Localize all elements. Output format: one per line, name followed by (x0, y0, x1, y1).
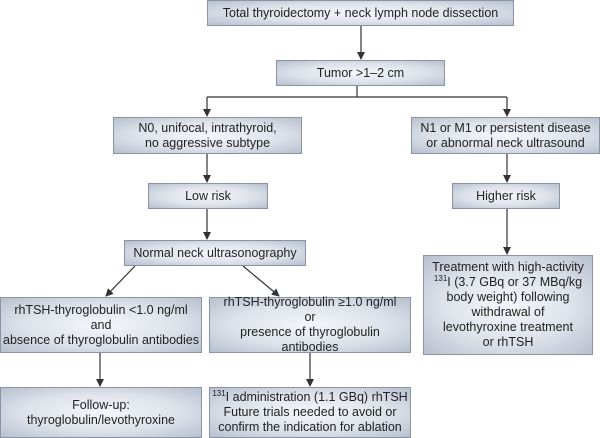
node-n0-line: no aggressive subtype (144, 135, 271, 150)
node-tg-high-line: presence of thyroglobulin antibodies (240, 325, 380, 354)
node-n1: N1 or M1 or persistent disease or abnorm… (411, 117, 600, 154)
node-higher-risk: Higher risk (452, 183, 560, 209)
node-tg-low-line: rhTSH-thyroglobulin <1.0 ng/ml (14, 302, 188, 317)
node-followup: Follow-up: thyroglobulin/levothyroxine (0, 387, 202, 438)
node-n1-line: or abnormal neck ultrasound (426, 135, 585, 150)
node-treatment: Treatment with high-activity 131I (3.7 G… (423, 255, 593, 355)
node-followup-line: thyroglobulin/levothyroxine (26, 412, 175, 427)
node-tg-high: rhTSH-thyroglobulin ≥1.0 ng/ml or presen… (209, 295, 411, 354)
node-surgery-text: Total thyroidectomy + neck lymph node di… (222, 5, 499, 20)
node-administration: 131I administration (1.1 GBq) rhTSH Futu… (209, 387, 411, 438)
node-n1-line: N1 or M1 or persistent disease (420, 120, 591, 135)
node-surgery: Total thyroidectomy + neck lymph node di… (207, 0, 514, 26)
node-administration-line: I administration (1.1 GBq) rhTSH (225, 390, 408, 404)
node-treatment-line: levothyroxine treatment (443, 320, 573, 334)
arrow-us-tghigh (242, 265, 280, 297)
isotope-superscript: 131 (212, 388, 226, 398)
node-treatment-line: body weight) following (446, 290, 570, 304)
node-followup-line: Follow-up: (72, 397, 130, 412)
node-tumor-text: Tumor >1–2 cm (316, 65, 405, 80)
node-low-risk-text: Low risk (185, 188, 231, 203)
node-low-risk: Low risk (148, 183, 268, 209)
node-tg-low-line: absence of thyroglobulin antibodies (3, 332, 199, 347)
node-higher-risk-text: Higher risk (476, 188, 536, 203)
node-treatment-line: I (3.7 GBq or 37 MBq/kg (447, 275, 583, 289)
node-treatment-line: or rhTSH (482, 335, 534, 349)
node-tg-low: rhTSH-thyroglobulin <1.0 ng/ml and absen… (0, 297, 202, 353)
arrow-us-tglow (105, 265, 136, 297)
node-tg-high-line: rhTSH-thyroglobulin ≥1.0 ng/ml (223, 295, 397, 309)
node-tg-low-line: and (90, 317, 112, 332)
node-n0-line: N0, unifocal, intrathyroid, (138, 120, 277, 135)
node-normal-us: Normal neck ultrasonography (124, 240, 306, 266)
node-n0: N0, unifocal, intrathyroid, no aggressiv… (113, 117, 302, 154)
node-administration-line: Future trials needed to avoid or (223, 405, 397, 419)
node-treatment-line: withdrawal of (471, 305, 545, 319)
node-treatment-line: Treatment with high-activity (432, 260, 584, 274)
node-normal-us-text: Normal neck ultrasonography (133, 245, 297, 260)
node-tg-high-line: or (304, 310, 316, 324)
node-tumor: Tumor >1–2 cm (276, 60, 445, 86)
isotope-superscript: 131 (433, 273, 448, 283)
node-administration-line: confirm the indication for ablation (218, 420, 402, 434)
